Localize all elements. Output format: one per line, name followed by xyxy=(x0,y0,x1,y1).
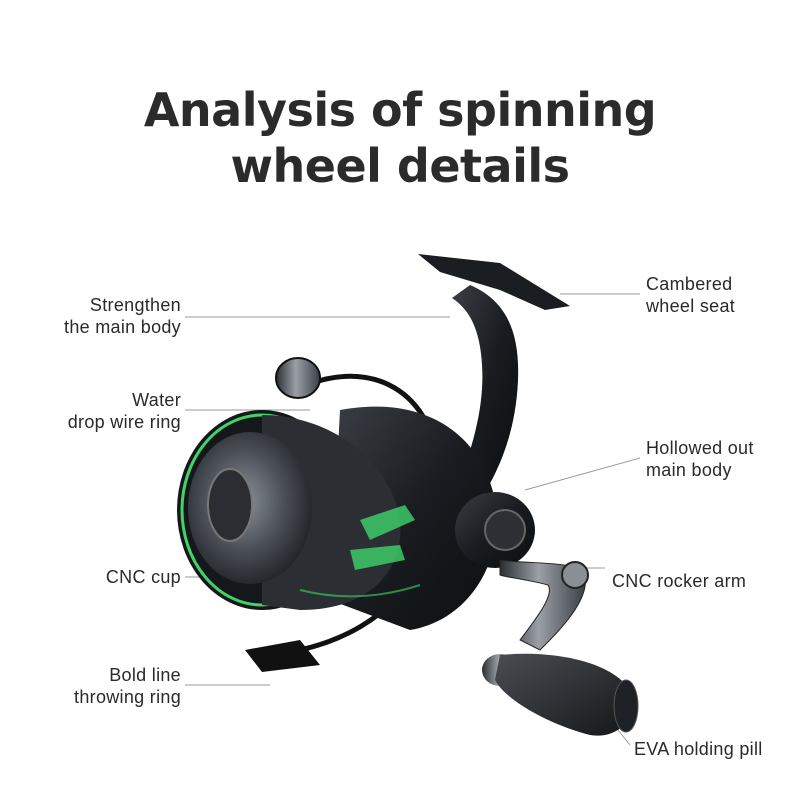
callout-hollowed-line1: Hollowed out xyxy=(646,438,754,458)
leader-hollowed xyxy=(524,457,641,491)
callout-eva: EVA holding pill xyxy=(634,738,800,760)
callout-strengthen: Strengthen the main body xyxy=(40,294,181,338)
spool-green-accent xyxy=(350,505,415,570)
eva-knob-cap xyxy=(613,679,639,733)
callout-hollowed-line2: main body xyxy=(646,460,732,480)
callout-cambered: Cambered wheel seat xyxy=(646,273,786,317)
callout-cnc-rocker: CNC rocker arm xyxy=(612,570,792,592)
callout-hollowed: Hollowed out main body xyxy=(646,437,796,481)
title-line-2: wheel details xyxy=(230,139,571,193)
callout-water-drop: Water drop wire ring xyxy=(30,389,181,433)
drag-knob xyxy=(207,468,253,542)
callout-eva-line1: EVA holding pill xyxy=(634,739,763,759)
reel-stem xyxy=(452,285,519,500)
callout-cnc-rocker-line1: CNC rocker arm xyxy=(612,571,747,591)
callout-bold-line: Bold line throwing ring xyxy=(30,664,181,708)
callout-strengthen-line2: the main body xyxy=(64,317,181,337)
title-line-1: Analysis of spinning xyxy=(143,83,657,137)
rocker-joint xyxy=(561,561,589,589)
callout-cambered-line1: Cambered xyxy=(646,274,733,294)
eva-knob xyxy=(495,653,633,736)
page-title: Analysis of spinning wheel details xyxy=(0,82,800,194)
callout-bold-line-line1: Bold line xyxy=(109,665,181,685)
callout-water-drop-line2: drop wire ring xyxy=(67,412,181,432)
gearbox-cap xyxy=(484,509,526,551)
callout-cnc-cup: CNC cup xyxy=(60,566,181,588)
callout-cambered-line2: wheel seat xyxy=(646,296,736,316)
reel-foot xyxy=(418,254,570,310)
spool-lower-accent xyxy=(299,584,421,598)
callout-water-drop-line1: Water xyxy=(132,390,181,410)
callout-cnc-cup-line1: CNC cup xyxy=(105,567,181,587)
line-roller xyxy=(275,357,321,399)
callout-strengthen-line1: Strengthen xyxy=(89,295,181,315)
bail-bottom xyxy=(245,640,320,672)
callout-bold-line-line2: throwing ring xyxy=(74,687,181,707)
